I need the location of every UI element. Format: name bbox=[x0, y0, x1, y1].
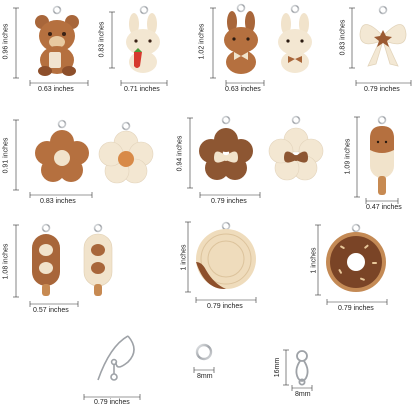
bow-height-label: 0.83 inches bbox=[339, 19, 347, 56]
bunny-pair-charms bbox=[224, 3, 312, 74]
donut-width-label: 0.79 inches bbox=[338, 305, 374, 312]
lobster-clasp-height-label: 16mm bbox=[274, 357, 282, 378]
donut-charm bbox=[326, 223, 386, 292]
bunny-strawberry-charm bbox=[126, 5, 160, 73]
bunny-pair-height-label: 1.02 inches bbox=[198, 23, 206, 60]
bear-height-label: 0.96 inches bbox=[2, 23, 10, 60]
bunny-pair-width-label: 0.63 inches bbox=[225, 86, 261, 93]
lobster-clasp bbox=[295, 350, 309, 386]
jump-ring bbox=[195, 343, 213, 361]
flower-height-label: 0.91 inches bbox=[2, 137, 10, 174]
bow-flower-height-label: 0.94 inches bbox=[176, 135, 184, 172]
popsicle-charm bbox=[370, 115, 394, 195]
bear-width-label: 0.63 inches bbox=[38, 86, 74, 93]
flower-width-label: 0.83 inches bbox=[40, 198, 76, 205]
flower-pair-charms bbox=[35, 119, 154, 184]
ice-cream-width-label: 0.57 inches bbox=[33, 307, 69, 314]
cookie-charm bbox=[196, 221, 256, 290]
cookie-height-label: 1 inches bbox=[180, 244, 188, 271]
bow-flower-pair-charms bbox=[199, 115, 324, 181]
dimension-lines bbox=[13, 7, 412, 400]
jump-ring-width-label: 8mm bbox=[197, 373, 213, 380]
popsicle-width-label: 0.47 inches bbox=[366, 204, 402, 211]
ear-hook-width-label: 0.79 inches bbox=[94, 399, 130, 406]
bow-flower-width-label: 0.79 inches bbox=[211, 198, 247, 205]
bunny-strawberry-height-label: 0.83 inches bbox=[98, 21, 106, 58]
bunny-strawberry-width-label: 0.71 inches bbox=[124, 86, 160, 93]
bear-charm bbox=[35, 5, 79, 76]
bow-charm bbox=[359, 5, 407, 67]
bow-width-label: 0.79 inches bbox=[364, 86, 400, 93]
ice-cream-bar-pair bbox=[32, 223, 113, 296]
donut-height-label: 1 inches bbox=[310, 247, 318, 274]
popsicle-height-label: 1.09 inches bbox=[344, 138, 352, 175]
ice-cream-height-label: 1.08 inches bbox=[2, 243, 10, 280]
lobster-clasp-width-label: 8mm bbox=[295, 391, 311, 398]
cookie-width-label: 0.79 inches bbox=[207, 303, 243, 310]
ear-hook bbox=[97, 335, 135, 381]
